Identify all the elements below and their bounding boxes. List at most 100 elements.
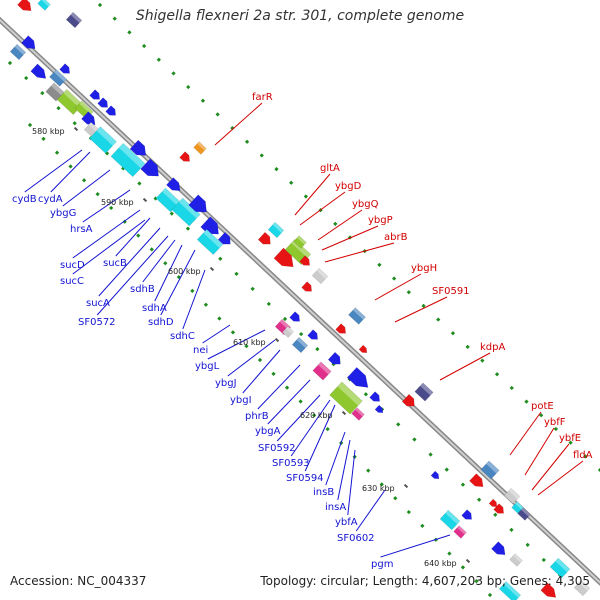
gene-feature <box>414 382 434 402</box>
gene-label-pote[interactable]: potE <box>531 401 554 412</box>
gc-dot <box>487 592 493 598</box>
gene-feature <box>110 142 146 178</box>
gene-feature <box>358 344 368 353</box>
gene-label-sf0594[interactable]: SF0594 <box>286 473 324 484</box>
gene-label-pgm[interactable]: pgm <box>371 559 393 570</box>
gene-label-ybgq[interactable]: ybgQ <box>352 199 379 210</box>
gene-label-insb[interactable]: insB <box>313 487 334 498</box>
gc-dot <box>271 371 276 376</box>
gc-dot <box>289 180 294 185</box>
gc-dot <box>163 261 168 266</box>
gene-label-ybfe[interactable]: ybfE <box>559 433 581 444</box>
gene-label-kdpa[interactable]: kdpA <box>480 342 505 353</box>
callout-line <box>321 225 379 251</box>
gene-feature <box>105 105 116 116</box>
gene-label-farr[interactable]: farR <box>252 92 273 103</box>
gene-label-ybgp[interactable]: ybgP <box>368 215 393 226</box>
gene-feature <box>299 255 310 266</box>
gene-feature <box>171 197 201 227</box>
gene-label-ybgi[interactable]: ybgI <box>230 395 252 406</box>
gene-features <box>9 0 591 600</box>
callout-line <box>96 235 169 316</box>
gene-feature <box>312 361 332 381</box>
callout-line <box>537 460 584 496</box>
callout-line <box>24 149 83 193</box>
gene-feature <box>348 307 366 325</box>
gc-dot <box>377 262 382 267</box>
gc-dot <box>583 454 588 459</box>
gene-feature <box>488 498 498 507</box>
gene-feature <box>257 231 271 245</box>
gc-dot <box>284 385 290 390</box>
gene-label-sdha[interactable]: sdhA <box>142 303 167 314</box>
gene-label-sf0593[interactable]: SF0593 <box>272 458 310 469</box>
gene-label-ybfa[interactable]: ybfA <box>335 517 358 528</box>
gene-label-flda[interactable]: fldA <box>573 450 593 461</box>
gene-label-sdhd[interactable]: sdhD <box>148 317 174 328</box>
gene-label-sdhc[interactable]: sdhC <box>170 331 195 342</box>
gene-label-cyda[interactable]: cydA <box>38 194 63 205</box>
gene-feature <box>493 503 504 514</box>
gene-label-ybga[interactable]: ybgA <box>255 426 281 437</box>
gene-feature <box>573 579 591 597</box>
gene-feature <box>307 329 318 340</box>
gene-label-ybgg[interactable]: ybgG <box>50 208 76 219</box>
gc-dot <box>250 286 255 292</box>
gene-label-nei[interactable]: nei <box>193 345 208 356</box>
gc-dot <box>54 150 60 155</box>
gene-label-succ[interactable]: sucC <box>60 276 84 287</box>
gene-label-sf0591[interactable]: SF0591 <box>432 286 470 297</box>
gene-feature <box>196 229 224 255</box>
gc-dot <box>127 30 132 35</box>
gene-feature <box>49 69 67 87</box>
gc-dot <box>190 288 195 294</box>
gene-label-sucd[interactable]: sucD <box>60 260 85 271</box>
gene-label-abrb[interactable]: abrB <box>384 232 408 243</box>
gene-feature <box>97 97 108 108</box>
gene-label-sdhb[interactable]: sdhB <box>130 284 155 295</box>
gc-dot <box>81 178 87 183</box>
gene-label-ybgl[interactable]: ybgL <box>195 361 220 372</box>
gene-label-glta[interactable]: gltA <box>320 163 340 174</box>
gene-label-ybgd[interactable]: ybgD <box>335 181 362 192</box>
gene-feature <box>37 0 51 11</box>
gene-label-ybgh[interactable]: ybgH <box>411 263 437 274</box>
gene-label-hrsa[interactable]: hrsA <box>70 224 93 235</box>
gene-label-sucb[interactable]: sucB <box>103 258 127 269</box>
gene-label-ybff[interactable]: ybfF <box>544 417 566 428</box>
gene-feature <box>346 367 369 388</box>
scale-tick-label: 600 kbp <box>168 267 201 276</box>
callout-line <box>62 169 111 207</box>
gene-label-insa[interactable]: insA <box>325 502 346 513</box>
gc-dot <box>333 221 338 226</box>
gc-dot <box>420 523 425 529</box>
gc-dot <box>244 139 250 144</box>
gc-dot <box>525 542 530 548</box>
gene-label-ybgj[interactable]: ybgJ <box>215 378 237 389</box>
gc-dot <box>27 122 33 128</box>
gene-feature <box>430 470 440 479</box>
gene-label-cydb[interactable]: cydB <box>12 194 37 205</box>
callout-line <box>394 296 448 323</box>
gene-label-sf0592[interactable]: SF0592 <box>258 443 296 454</box>
gc-dot <box>391 276 397 281</box>
callout-line <box>257 364 301 410</box>
gc-dot <box>539 413 544 418</box>
gene-label-sf0602[interactable]: SF0602 <box>337 533 375 544</box>
callout-line <box>207 329 266 360</box>
gene-feature <box>480 460 500 480</box>
gene-feature <box>329 381 363 415</box>
scale-tick-label: 610 kbp <box>233 338 266 347</box>
gene-label-suca[interactable]: sucA <box>86 298 110 309</box>
gene-label-phrb[interactable]: phrB <box>245 411 269 422</box>
gene-feature <box>517 507 531 521</box>
gc-dot <box>257 357 263 363</box>
gc-dot <box>203 302 209 307</box>
callout-line <box>374 273 422 301</box>
gene-label-sf0572[interactable]: SF0572 <box>78 317 116 328</box>
gc-dot <box>568 440 573 445</box>
gc-dot <box>450 331 456 336</box>
gc-dot <box>465 344 470 350</box>
gc-dot <box>149 247 154 252</box>
